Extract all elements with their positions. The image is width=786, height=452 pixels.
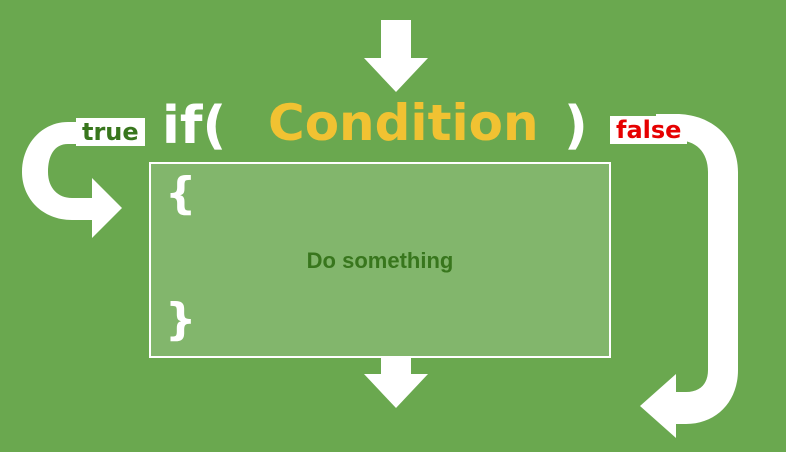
true-label: true [76,118,145,146]
close-brace: } [165,294,197,345]
false-branch-arrow-icon [640,114,738,438]
false-label: false [610,116,688,144]
close-paren: ) [564,96,588,156]
statement-body-box: { Do something } [149,162,611,358]
if-keyword: if( [162,96,227,156]
condition-text: Condition [268,94,539,152]
body-text: Do something [306,248,454,273]
exit-arrow-icon [364,338,428,408]
true-branch-arrow-icon [22,122,122,238]
open-brace: { [165,168,197,219]
entry-arrow-icon [364,20,428,92]
